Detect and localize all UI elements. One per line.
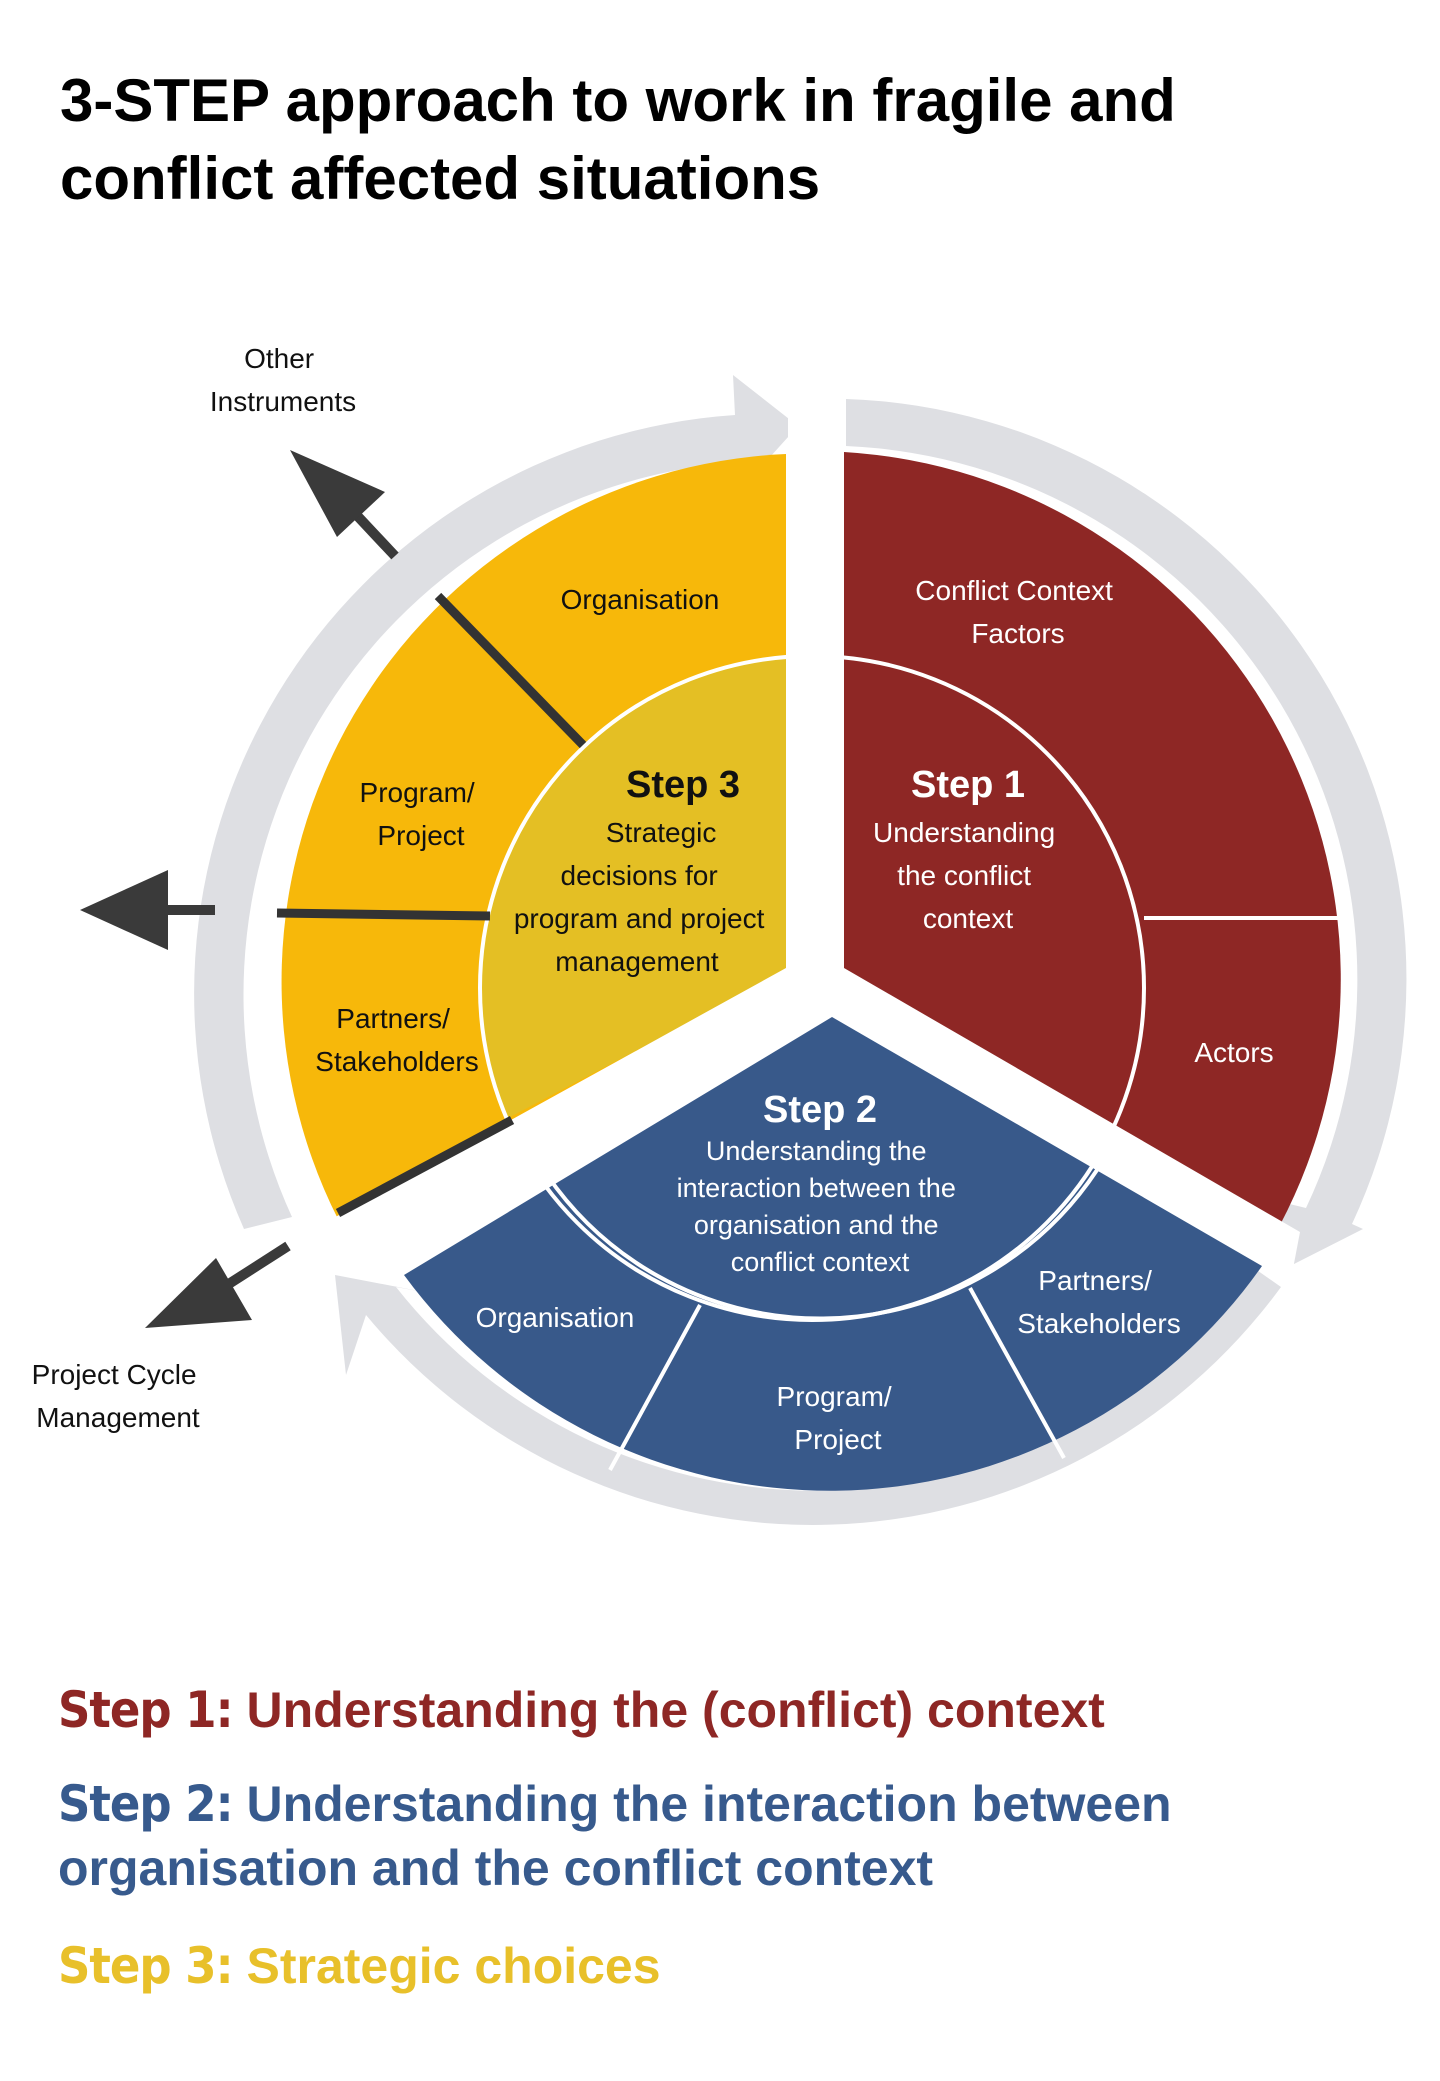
legend-step2-text: Understanding the interaction between or…: [58, 1776, 1172, 1896]
ring-arrow-step2-to-step3: [335, 1266, 1281, 1525]
step1-outer-sector: [844, 452, 1341, 1225]
legend-step2: Step 2: Understanding the interaction be…: [58, 1772, 1398, 1900]
gap-lower-right: [818, 968, 1300, 1274]
legend-step1-text: Understanding the (conflict) context: [246, 1682, 1105, 1738]
step3-divider-top: [434, 592, 587, 749]
other-instruments-label: Other Instruments: [210, 343, 356, 417]
legend-step3-key: Step 3:: [58, 1937, 234, 1995]
project-cycle-label: Project Cycle Management: [32, 1359, 205, 1433]
three-step-cycle-diagram: Other Instruments Project Cycle Manageme…: [32, 343, 1407, 1525]
step2-description: Understanding the interaction between th…: [677, 1136, 964, 1277]
step2-partners-label: Partners/ Stakeholders: [1017, 1265, 1180, 1339]
legend-step1: Step 1: Understanding the (conflict) con…: [58, 1678, 1398, 1742]
legend-step1-key: Step 1:: [58, 1681, 234, 1739]
gap-lower-left: [330, 968, 812, 1262]
step2-divider-right: [968, 1287, 1066, 1459]
step3-inner-sector: [480, 655, 786, 1118]
step2-program-label: Program/ Project: [777, 1381, 900, 1455]
arrow-left-icon: [80, 870, 215, 950]
ring-arrow-step1-to-step2: [846, 399, 1407, 1264]
step1-heading: Step 1: [911, 764, 1025, 806]
arrow-project-cycle: [145, 1241, 291, 1328]
step3-heading: Step 3: [626, 764, 740, 806]
step2-divider-left: [608, 1304, 702, 1471]
step3-divider-middle: [276, 908, 491, 921]
step3-description: Strategic decisions for program and proj…: [514, 817, 772, 977]
step3-partners-label: Partners/ Stakeholders: [315, 1003, 478, 1077]
step3-divider-bottom: [335, 1116, 515, 1217]
arrow-other-instruments: [290, 450, 399, 560]
legend-step2-key: Step 2:: [58, 1775, 234, 1833]
step2-outer-sector: [404, 1017, 1262, 1491]
page-title: 3-STEP approach to work in fragile and c…: [60, 67, 1176, 212]
step2-inner-arc-divider: [545, 1168, 1099, 1321]
gap-top: [788, 400, 842, 980]
step2-organisation-label: Organisation: [476, 1302, 635, 1333]
step2-heading: Step 2: [763, 1089, 877, 1131]
step1-actors-label: Actors: [1194, 1037, 1273, 1068]
step1-factors-label: Conflict Context Factors: [915, 575, 1120, 649]
legend-step3: Step 3: Strategic choices: [58, 1934, 1398, 1998]
step1-description: Understanding the conflict context: [873, 817, 1063, 934]
legend-step3-text: Strategic choices: [246, 1938, 661, 1994]
step3-program-label: Program/ Project: [360, 777, 483, 851]
step3-organisation-label: Organisation: [561, 584, 720, 615]
